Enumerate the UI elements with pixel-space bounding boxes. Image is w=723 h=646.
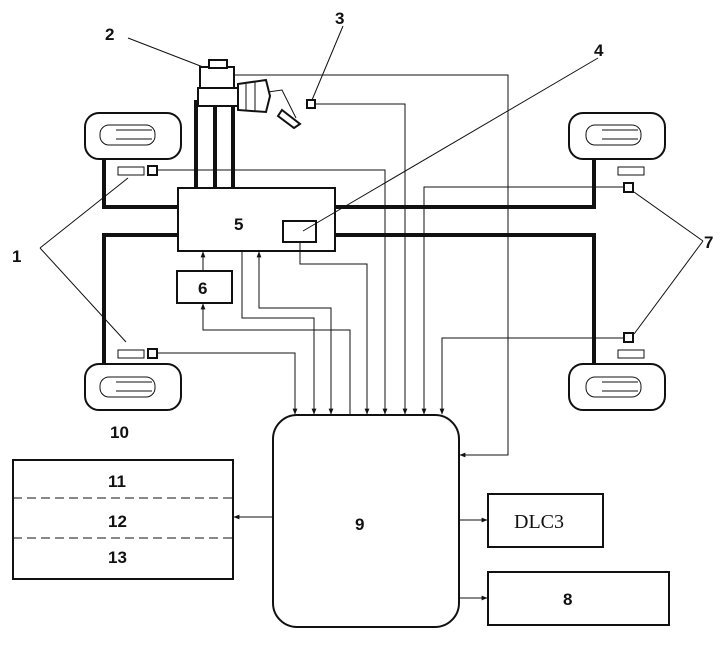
label-8: 8 [563,590,572,609]
speed-sensor-front-right [617,166,645,193]
component-6-box [176,270,233,304]
label-5: 5 [234,215,243,234]
label-6: 6 [198,279,207,298]
wheel-front-right [568,112,666,160]
speed-sensor-front-left [117,165,158,176]
ecu-box [272,414,460,628]
brake-pedal-icon [267,89,302,130]
brake-lines [102,100,596,364]
label-1: 1 [12,247,21,266]
label-11: 11 [108,472,126,491]
wheel-rear-right [568,363,666,411]
wheel-rear-left [84,363,182,411]
label-3: 3 [335,9,344,28]
leader-lines [39,25,704,343]
label-dlc3: DLC3 [514,511,564,533]
stop-light-switch [306,99,316,109]
brake-master-cylinder-icon [197,59,272,114]
actuator-relay-box [282,220,317,243]
indicator-panel [12,459,234,580]
signal-wires [157,74,624,601]
label-13: 13 [108,548,127,567]
label-4: 4 [594,41,604,60]
label-2: 2 [105,25,114,44]
component-8-box [487,571,670,626]
label-7: 7 [704,233,713,252]
dlc3-box [487,493,604,548]
label-12: 12 [108,512,127,531]
speed-sensor-rear-right [617,332,645,359]
label-9: 9 [355,515,364,534]
speed-sensor-rear-left [117,348,158,359]
label-10: 10 [110,423,129,442]
wheel-front-left [84,112,182,160]
